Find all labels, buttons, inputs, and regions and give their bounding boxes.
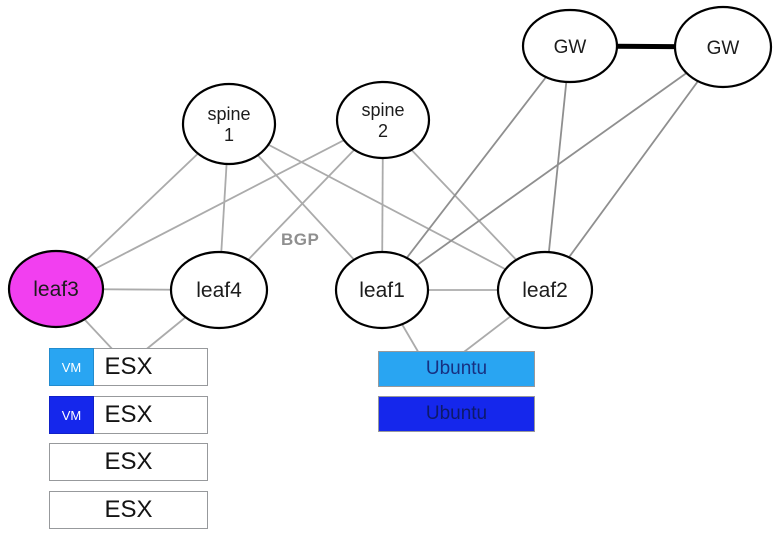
node-gw1-label: GW bbox=[554, 37, 587, 58]
vm-badge-2: VM bbox=[49, 396, 94, 434]
node-spine2-shape bbox=[335, 80, 431, 160]
esx-host-2: ESX VM bbox=[49, 396, 208, 434]
node-leaf4-label: leaf4 bbox=[196, 279, 242, 302]
esx-host-4-label: ESX bbox=[104, 496, 153, 523]
node-gw2-label: GW bbox=[707, 38, 740, 59]
esx-host-1: ESX VM bbox=[49, 348, 208, 386]
node-leaf3-shape bbox=[7, 249, 105, 329]
node-leaf1-shape bbox=[334, 250, 430, 330]
node-leaf3: leaf3 bbox=[7, 249, 105, 329]
node-leaf2: leaf2 bbox=[496, 250, 594, 330]
edge-spine2-leaf3 bbox=[55, 119, 384, 290]
edge-gw1-leaf1 bbox=[381, 45, 571, 291]
node-leaf4-shape bbox=[169, 250, 269, 330]
node-leaf1-label: leaf1 bbox=[359, 279, 405, 302]
node-gw2: GW bbox=[673, 5, 773, 89]
vm-badge-1: VM bbox=[49, 348, 94, 386]
node-gw1-shape bbox=[521, 8, 619, 84]
node-gw2-shape bbox=[673, 5, 773, 89]
node-leaf2-label: leaf2 bbox=[522, 279, 568, 302]
node-gw1: GW bbox=[521, 8, 619, 84]
node-leaf1: leaf1 bbox=[334, 250, 430, 330]
esx-host-2-label: ESX bbox=[104, 401, 153, 428]
ubuntu-host-1: Ubuntu bbox=[378, 351, 535, 387]
edge-gw2-leaf1 bbox=[381, 46, 724, 291]
ubuntu-host-2: Ubuntu bbox=[378, 396, 535, 432]
esx-host-3: ESX bbox=[49, 443, 208, 481]
bgp-label: BGP bbox=[281, 230, 320, 249]
edge-spine1-leaf2 bbox=[228, 123, 546, 291]
node-leaf2-shape bbox=[496, 250, 594, 330]
edge-gw2-leaf2 bbox=[544, 46, 724, 291]
node-leaf4: leaf4 bbox=[169, 250, 269, 330]
esx-host-3-label: ESX bbox=[104, 448, 153, 475]
node-spine1-shape bbox=[181, 82, 277, 166]
esx-host-4: ESX bbox=[49, 491, 208, 529]
node-leaf3-label: leaf3 bbox=[33, 278, 79, 301]
esx-host-1-label: ESX bbox=[104, 353, 153, 380]
edge-gw1-leaf2 bbox=[544, 45, 571, 291]
